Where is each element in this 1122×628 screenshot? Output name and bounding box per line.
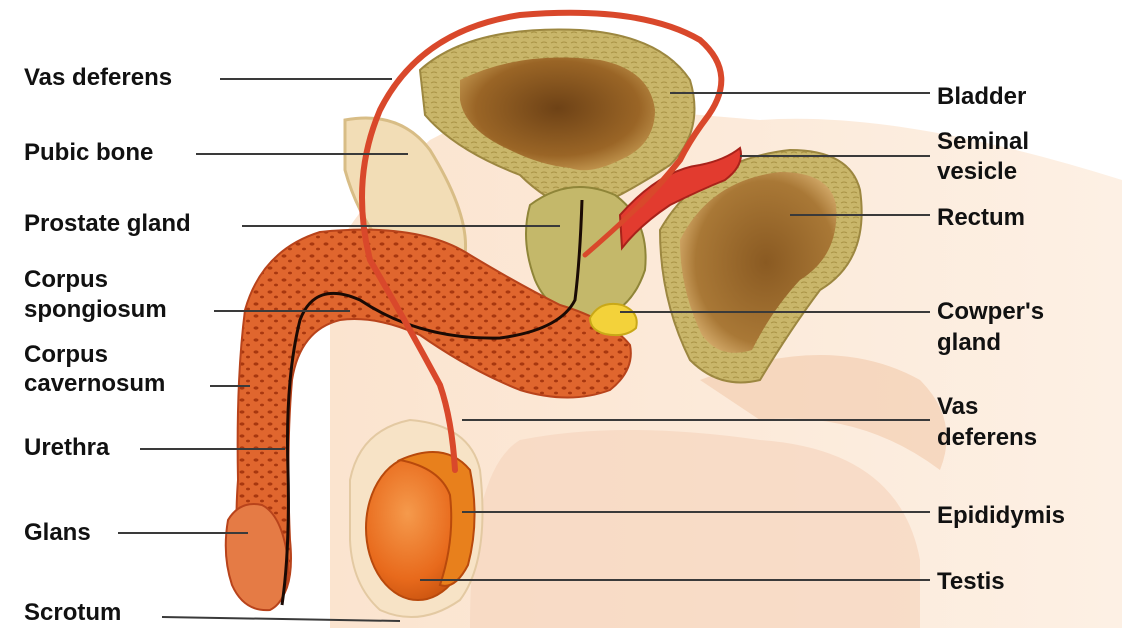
label-cowpers-gland-2: gland — [937, 329, 1001, 357]
label-glans: Glans — [24, 519, 91, 547]
label-scrotum: Scrotum — [24, 599, 121, 627]
label-cowpers-gland-1: Cowper's — [937, 298, 1044, 326]
label-seminal-vesicle-1: Seminal — [937, 128, 1029, 156]
label-corpus-spongiosum-1: Corpus — [24, 266, 108, 294]
label-vas-deferens-right-1: Vas — [937, 393, 978, 421]
label-epididymis: Epididymis — [937, 502, 1065, 530]
label-corpus-cavernosum-2: cavernosum — [24, 370, 165, 398]
label-seminal-vesicle-2: vesicle — [937, 158, 1017, 186]
label-rectum: Rectum — [937, 204, 1025, 232]
label-testis: Testis — [937, 568, 1005, 596]
label-vas-deferens-left: Vas deferens — [24, 64, 172, 92]
label-vas-deferens-right-2: deferens — [937, 424, 1037, 452]
label-pubic-bone: Pubic bone — [24, 139, 153, 167]
label-bladder: Bladder — [937, 83, 1026, 111]
leader-scrotum — [162, 617, 400, 621]
label-corpus-cavernosum-1: Corpus — [24, 341, 108, 369]
label-corpus-spongiosum-2: spongiosum — [24, 296, 167, 324]
label-urethra: Urethra — [24, 434, 109, 462]
label-prostate-gland: Prostate gland — [24, 210, 191, 238]
